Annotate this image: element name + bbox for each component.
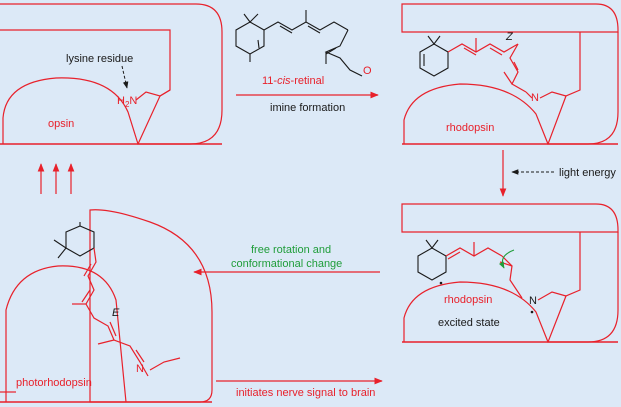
amine-label: H2N xyxy=(117,95,137,109)
z-isomer-label: Z xyxy=(505,31,514,43)
excited-pocket-outline xyxy=(403,281,549,343)
light-energy-label: light energy xyxy=(559,167,616,179)
rhodopsin-panel xyxy=(401,3,619,145)
excited-channel-outline xyxy=(547,232,619,343)
rhodopsin-label: rhodopsin xyxy=(446,122,494,134)
excited-protein-outline xyxy=(401,203,619,233)
photo-imine-n-label: N xyxy=(136,363,144,375)
nerve-signal-label: initiates nerve signal to brain xyxy=(236,387,375,399)
conformational-change-group: free rotation and conformational change xyxy=(193,244,380,276)
photo-retinal-ring xyxy=(53,222,95,259)
excited-retinal-ring xyxy=(417,239,447,281)
nerve-signal-group: initiates nerve signal to brain xyxy=(216,377,383,399)
excited-rhodopsin-label: rhodopsin xyxy=(444,294,492,306)
excited-retinal-chain xyxy=(445,242,567,301)
rhodopsin-retinal-chain xyxy=(447,38,567,99)
rhodopsin-retinal xyxy=(419,35,449,77)
retinal-name-label: 11-cis-retinal xyxy=(262,75,324,87)
photo-retinal-chain xyxy=(72,247,181,377)
free-rotation-label-line1: free rotation and xyxy=(251,244,331,256)
lysine-side-chain xyxy=(135,89,171,101)
lysine-pointer-arrow xyxy=(121,65,129,89)
photo-protein-outline xyxy=(89,209,213,403)
rotation-arrow xyxy=(498,249,515,269)
opsin-panel: lysine residue H2N opsin xyxy=(0,3,223,145)
retinal-methyls xyxy=(243,13,259,23)
imine-formation-arrow-group: 11-cis-retinal imine formation xyxy=(236,75,379,114)
aldehyde-oxygen-label: O xyxy=(363,65,372,77)
opsin-protein-outline xyxy=(0,3,223,145)
free-rotation-label-line2: conformational change xyxy=(231,258,342,270)
opsin-pocket-outline xyxy=(2,77,139,145)
light-energy-group: light energy xyxy=(499,150,616,197)
radical-dot-2 xyxy=(530,310,534,314)
imine-formation-label: imine formation xyxy=(270,102,345,114)
retinal-cis-segment xyxy=(324,29,363,77)
rhodopsin-pocket-outline xyxy=(403,83,549,145)
rhodopsin-protein-outline xyxy=(401,3,619,33)
rhodopsin-channel-outline xyxy=(547,32,619,145)
opsin-label: opsin xyxy=(48,118,74,130)
excited-rhodopsin-panel xyxy=(401,203,619,343)
e-isomer-label: E xyxy=(112,307,120,319)
excited-state-label: excited state xyxy=(438,317,500,329)
excited-imine-n-label: N xyxy=(529,295,537,307)
photorhodopsin-label: photorhodopsin xyxy=(16,377,92,389)
photorhodopsin-panel xyxy=(0,209,213,403)
retinal-polyene-chain xyxy=(263,21,349,31)
retinal-ring xyxy=(235,21,265,55)
radical-dot-1 xyxy=(439,281,443,285)
rhodopsin-imine-n-label: N xyxy=(531,92,539,104)
retinal-structure xyxy=(235,10,363,77)
recycle-arrows xyxy=(37,163,75,194)
photo-pocket-outline xyxy=(5,265,127,403)
lysine-residue-label: lysine residue xyxy=(66,53,133,65)
